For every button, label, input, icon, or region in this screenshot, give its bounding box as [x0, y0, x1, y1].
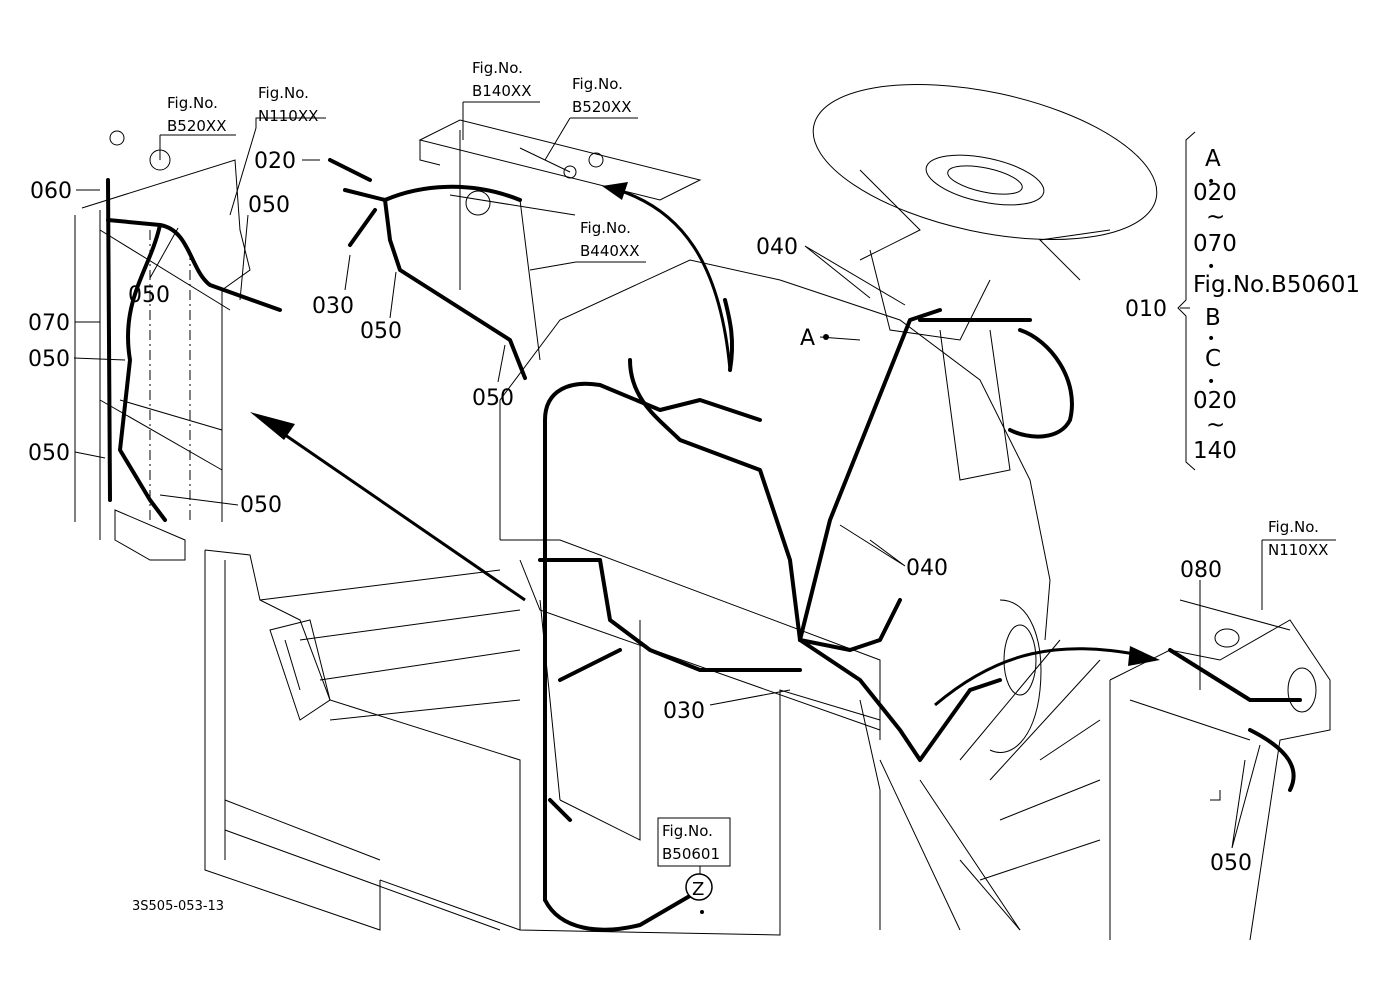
side-list-item: 020	[1193, 388, 1237, 414]
callout-050: 050	[1210, 851, 1252, 876]
figure-references: Fig.No. B520XX Fig.No. N110XX Fig.No. B1…	[167, 59, 1328, 863]
wiring-harness	[106, 158, 1302, 932]
callout-050: 050	[360, 319, 402, 344]
callout-040: 040	[906, 556, 948, 581]
figref-label: Fig.No.	[1268, 518, 1319, 536]
point-z-circle	[685, 873, 713, 901]
direction-arrows	[250, 182, 1160, 707]
figref-label: Fig.No.	[167, 94, 218, 112]
figref-label: Fig.No.	[472, 59, 523, 77]
figref-number: B520XX	[572, 98, 631, 116]
side-list-item: 070	[1193, 231, 1237, 257]
side-list-item: B	[1205, 305, 1221, 331]
callout-010: 010	[1125, 297, 1167, 322]
leader-lines	[73, 101, 1336, 888]
side-list-bracket	[1177, 131, 1196, 471]
callout-050: 050	[128, 283, 170, 308]
callout-050: 050	[28, 347, 70, 372]
side-list-item: C	[1205, 346, 1221, 372]
side-reference-list: A • 020 ~ 070 • Fig.No.B50601 B • C • 02…	[1193, 146, 1360, 464]
callout-080: 080	[1180, 558, 1222, 583]
side-list-item: A	[1205, 146, 1221, 172]
point-a-dot	[823, 334, 829, 340]
side-list-item: 020	[1193, 180, 1237, 206]
figref-number: N110XX	[1268, 541, 1328, 559]
side-list-item: 140	[1193, 438, 1237, 464]
figref-number: B140XX	[472, 82, 531, 100]
figref-label: Fig.No.	[258, 84, 309, 102]
callout-030: 030	[312, 294, 354, 319]
chassis-outline	[74, 83, 1331, 941]
figure-code: 3S505-053-13	[132, 899, 224, 914]
figref-label: Fig.No.	[580, 219, 631, 237]
callout-070: 070	[28, 311, 70, 336]
figref-label: Fig.No.	[572, 75, 623, 93]
callout-a: A	[800, 326, 815, 351]
callout-050: 050	[248, 193, 290, 218]
side-list-item: Fig.No.B50601	[1193, 272, 1360, 298]
callout-050: 050	[472, 386, 514, 411]
callout-z: Z	[692, 879, 704, 900]
figref-number: B440XX	[580, 242, 639, 260]
callout-050: 050	[240, 493, 282, 518]
figref-number: B50601	[662, 845, 720, 863]
callout-040: 040	[756, 235, 798, 260]
figref-box	[657, 817, 731, 867]
callout-020: 020	[254, 149, 296, 174]
figref-number: N110XX	[258, 107, 318, 125]
figref-number: B520XX	[167, 117, 226, 135]
side-list-tilde: ~	[1206, 204, 1225, 230]
figref-label: Fig.No.	[662, 822, 713, 840]
side-list-dot: •	[1207, 331, 1215, 347]
side-list-tilde: ~	[1206, 412, 1225, 438]
callout-labels: 060 070 050 050 050 050 050 020 030 050 …	[28, 149, 1252, 900]
side-list-dot: •	[1207, 259, 1215, 275]
callout-060: 060	[30, 179, 72, 204]
callout-050: 050	[28, 441, 70, 466]
side-list-dot: •	[1207, 174, 1215, 190]
side-list-dot: •	[1207, 374, 1215, 390]
callout-030: 030	[663, 699, 705, 724]
